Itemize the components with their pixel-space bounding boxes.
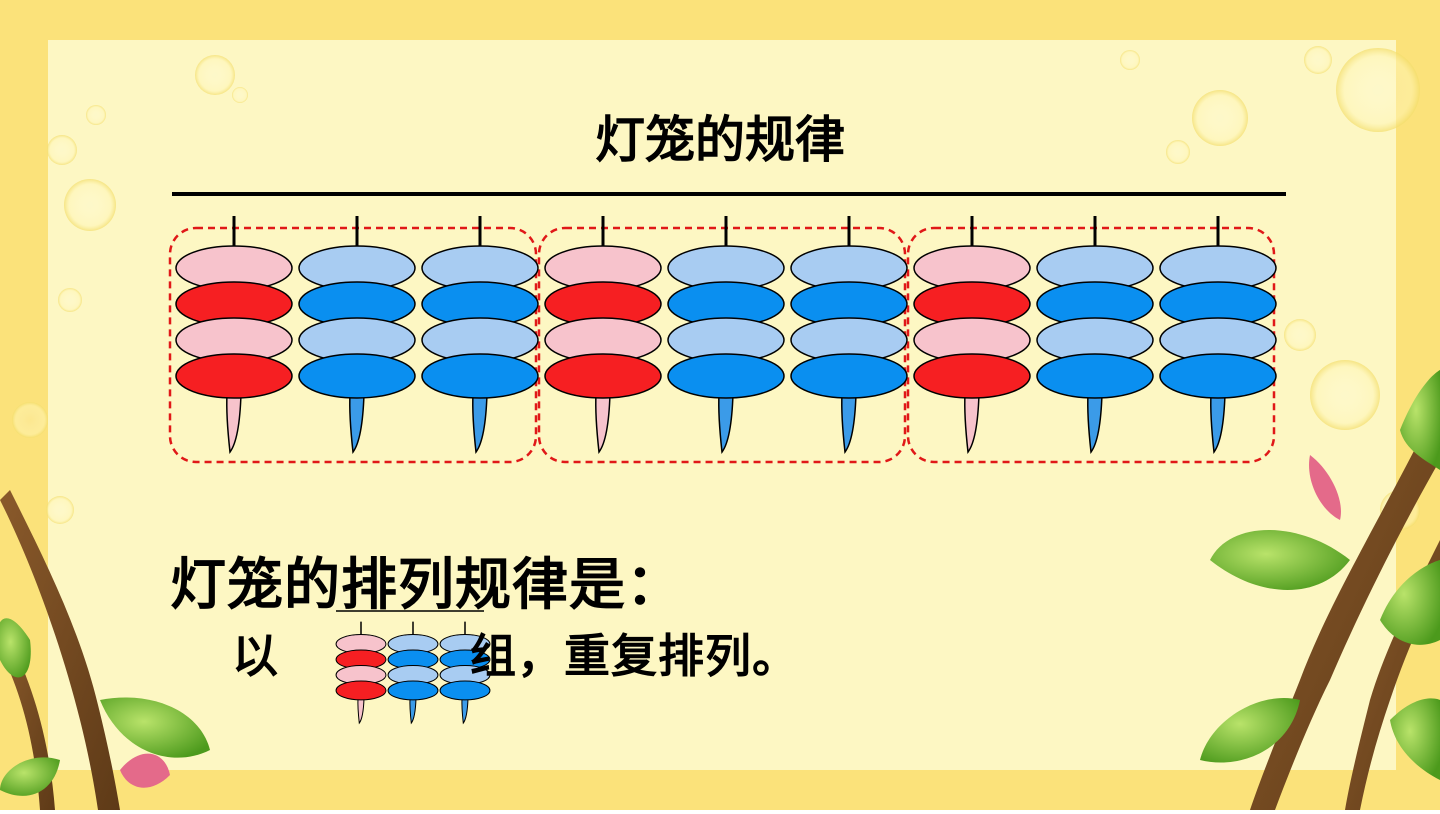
decorative-bubbles [12, 46, 1420, 530]
lantern-disc [913, 353, 1031, 399]
lantern-disc [1159, 353, 1277, 399]
lantern-tassel [718, 393, 734, 454]
lantern-disc [335, 680, 387, 701]
lantern-disc [1036, 353, 1154, 399]
lantern-tassel [349, 393, 365, 454]
lantern-disc [790, 353, 908, 399]
lantern-blue [298, 216, 416, 454]
lantern-blue [1159, 216, 1277, 454]
lantern-blue [1036, 216, 1154, 454]
lantern-tassel [226, 393, 242, 454]
lantern-blue [421, 216, 539, 454]
lantern-blue [667, 216, 785, 454]
lantern-group-example [335, 610, 491, 725]
lantern-disc [298, 353, 416, 399]
lantern-tassel [1087, 393, 1103, 454]
lantern-tassel [964, 393, 980, 454]
rule-prefix: 以 [232, 629, 278, 683]
lantern-tassel [595, 393, 611, 454]
slide-title: 灯笼的规律 [595, 111, 845, 169]
lantern-disc [421, 353, 539, 399]
lantern-disc [439, 680, 491, 701]
lantern-blue [387, 621, 439, 725]
lantern-disc [387, 680, 439, 701]
lantern-blue [439, 621, 491, 725]
lantern-disc [667, 353, 785, 399]
decorative-vine-left [0, 490, 210, 810]
lantern-tassel [472, 393, 488, 454]
lantern-tassel [357, 697, 365, 725]
lantern-pink-red [335, 621, 387, 725]
decorative-vine-right [1200, 370, 1440, 810]
lantern-tassel [461, 697, 469, 725]
lantern-disc [544, 353, 662, 399]
rule-heading: 灯笼的排列规律是： [170, 553, 683, 618]
lantern-tassel [409, 697, 417, 725]
lantern-tassel [841, 393, 857, 454]
lantern-pink-red [913, 216, 1031, 454]
lantern-blue [790, 216, 908, 454]
lantern-disc [175, 353, 293, 399]
rule-suffix: 组，重复排列。 [470, 629, 799, 683]
lantern-pink-red [175, 216, 293, 454]
lantern-row [175, 216, 1277, 454]
lantern-pink-red [544, 216, 662, 454]
lantern-tassel [1210, 393, 1226, 454]
